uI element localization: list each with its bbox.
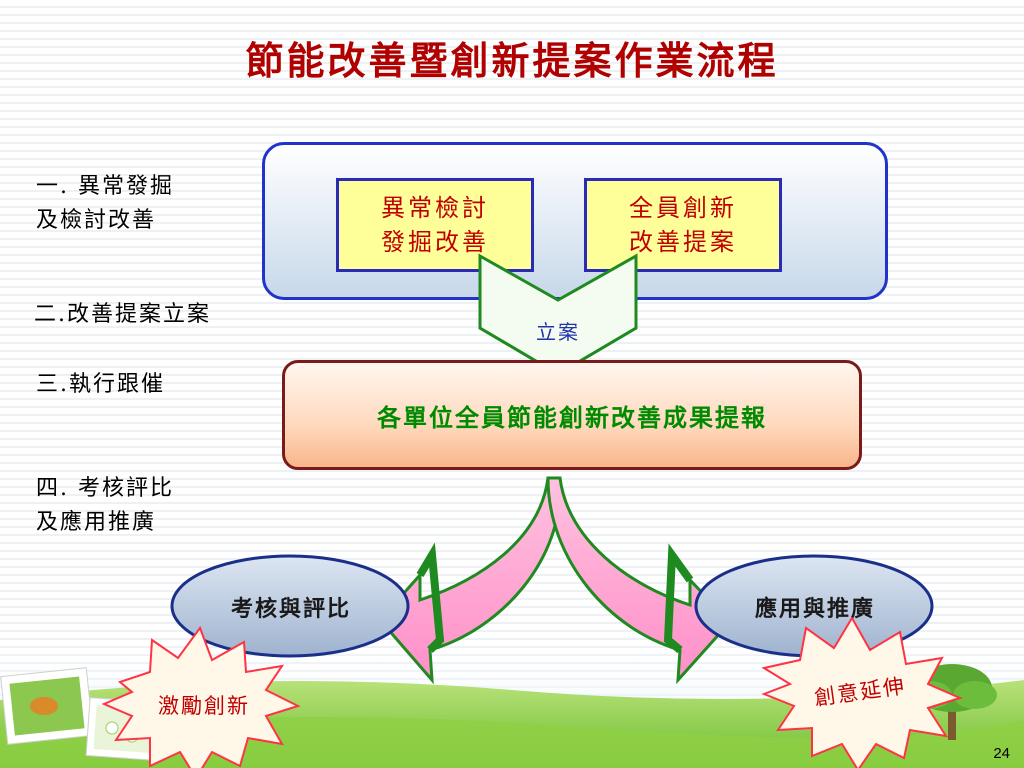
approval-label: 立案 — [536, 320, 580, 344]
innovation-proposal-line-1: 全員創新 — [629, 194, 737, 222]
anomaly-review-line-1: 異常檢討 — [381, 194, 489, 222]
anomaly-review-line-2: 發掘改善 — [381, 228, 489, 256]
step-4-label: 四. 考核評比 及應用推廣 — [36, 472, 174, 540]
step-4-line-1: 四. 考核評比 — [36, 476, 174, 501]
page-title: 節能改善暨創新提案作業流程 — [245, 38, 779, 83]
innovation-proposal-box: 全員創新 改善提案 — [584, 178, 782, 272]
starburst-left — [101, 625, 301, 768]
step-3-label: 三.執行跟催 — [36, 368, 165, 402]
innovation-proposal-line-2: 改善提案 — [629, 228, 737, 256]
step-3-line-1: 三.執行跟催 — [36, 372, 165, 397]
evaluation-label: 考核與評比 — [230, 596, 351, 622]
outcome-ellipse-left — [170, 554, 410, 658]
encourage-innovation-label: 激勵創新 — [158, 694, 250, 718]
promotion-label: 應用與推廣 — [754, 596, 875, 622]
anomaly-review-box: 異常檢討 發掘改善 — [336, 178, 534, 272]
page-number: 24 — [993, 745, 1010, 762]
curved-arrow-left — [378, 476, 562, 685]
step-2-label: 二.改善提案立案 — [34, 298, 211, 332]
step-4-line-2: 及應用推廣 — [36, 510, 157, 535]
step-1-line-1: 一. 異常發掘 — [36, 174, 174, 199]
curved-arrow-right — [546, 476, 733, 685]
results-report-box: 各單位全員節能創新改善成果提報 — [282, 360, 862, 470]
step-1-label: 一. 異常發掘 及檢討改善 — [36, 170, 174, 238]
starburst-right — [761, 616, 963, 768]
step-1-line-2: 及檢討改善 — [36, 208, 157, 233]
step-2-line-1: 二.改善提案立案 — [34, 302, 211, 327]
